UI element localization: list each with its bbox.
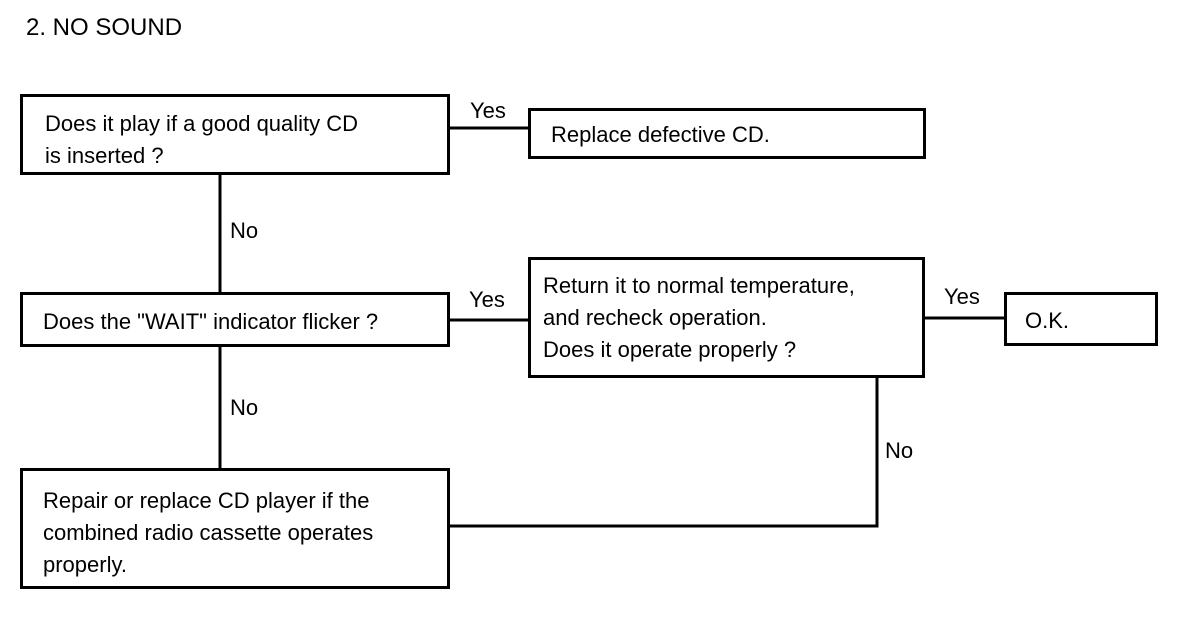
node-line: Does it play if a good quality CD [45,111,359,136]
node-line: O.K. [1025,308,1070,333]
node-line: Does it operate properly ? [543,337,797,362]
edge-temp-no [450,378,879,528]
diagram-title: 2. NO SOUND [26,14,183,41]
node-line: combined radio cassette operates [43,520,374,545]
node-line: Does the "WAIT" indicator flicker ? [43,309,379,334]
edge-label-no: No [230,395,259,420]
edge-label-yes: Yes [469,287,505,312]
node-line: is inserted ? [45,143,164,168]
node-line: and recheck operation. [543,305,767,330]
node-temperature-question: Return it to normal temperature, and rec… [528,257,925,378]
node-replace-cd: Replace defective CD. [528,108,926,159]
node-line: properly. [43,552,127,577]
node-ok: O.K. [1004,292,1158,346]
node-good-cd-question: Does it play if a good quality CD is ins… [20,94,450,175]
edge-label-yes: Yes [944,284,980,309]
edge-label-no: No [230,218,259,243]
edge-label-yes: Yes [470,98,506,123]
node-line: Repair or replace CD player if the [43,488,370,513]
node-wait-question: Does the "WAIT" indicator flicker ? [20,292,450,347]
edge-label-no: No [885,438,914,463]
node-line: Return it to normal temperature, [543,273,855,298]
node-repair: Repair or replace CD player if the combi… [20,468,450,589]
node-line: Replace defective CD. [551,122,770,147]
